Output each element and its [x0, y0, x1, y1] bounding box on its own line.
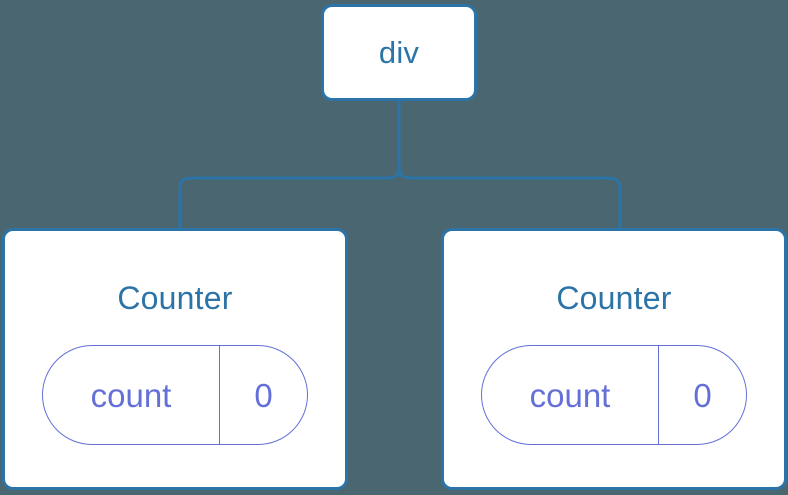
connector-branch-right: [397, 157, 622, 228]
node-root-label: div: [378, 35, 420, 70]
component-card-counter-1[interactable]: Counter count 0: [2, 228, 348, 490]
component-title: Counter: [556, 280, 672, 316]
state-pill[interactable]: count 0: [42, 345, 308, 445]
state-pill[interactable]: count 0: [481, 345, 747, 445]
state-value: 0: [693, 376, 712, 414]
node-root-div[interactable]: div: [321, 4, 477, 101]
state-key-label: count: [482, 346, 659, 444]
connector-branch-left: [178, 157, 401, 228]
component-card-counter-2[interactable]: Counter count 0: [441, 228, 787, 490]
state-value: 0: [254, 376, 273, 414]
state-key-label: count: [43, 346, 220, 444]
component-title: Counter: [117, 280, 233, 316]
